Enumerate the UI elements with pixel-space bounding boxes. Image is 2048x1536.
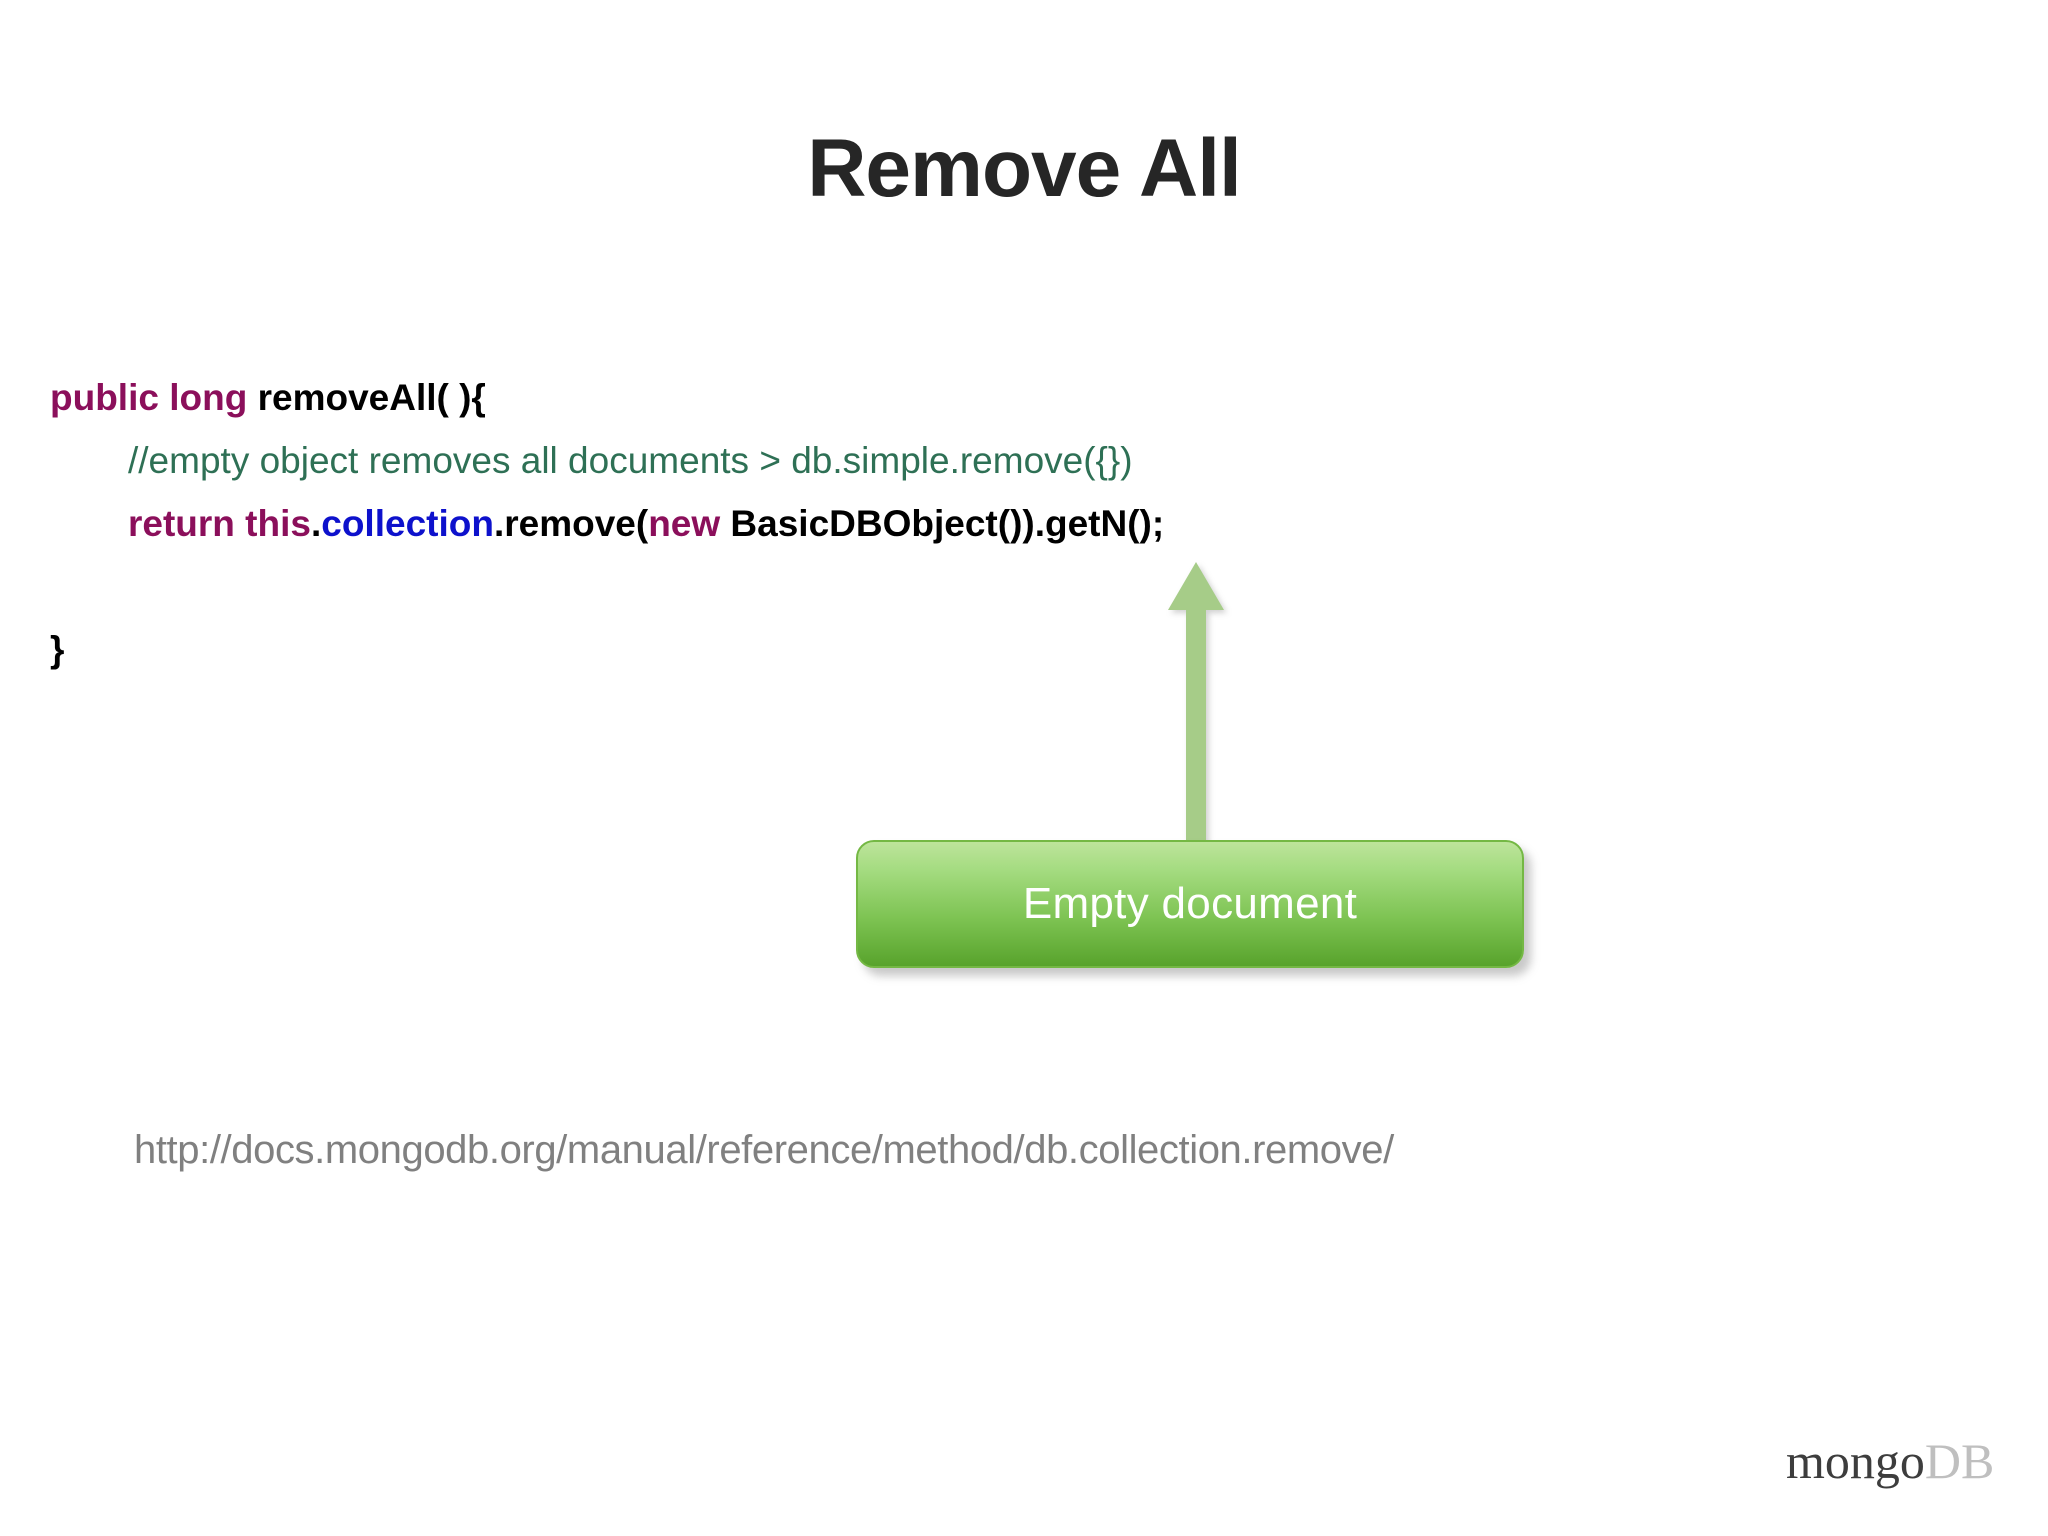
code-token-keyword: public long: [50, 377, 248, 418]
arrow-up-icon: [1158, 558, 1234, 850]
code-line: [50, 555, 1750, 618]
code-token-comment: //empty object removes all documents > d…: [128, 440, 1133, 481]
callout-box-empty-document[interactable]: Empty document: [856, 840, 1524, 968]
code-token-plain: removeAll( ){: [247, 377, 486, 418]
brand-name-secondary: DB: [1924, 1433, 1995, 1489]
page-title: Remove All: [807, 123, 1242, 214]
code-token-plain: .remove(: [493, 503, 649, 544]
code-line: public long removeAll( ){: [50, 366, 1750, 429]
code-token-keyword: new: [648, 503, 721, 544]
documentation-url[interactable]: http://docs.mongodb.org/manual/reference…: [134, 1128, 1394, 1172]
code-line: //empty object removes all documents > d…: [50, 429, 1750, 492]
code-token-keyword: return this: [128, 503, 311, 544]
code-token-plain: }: [50, 629, 65, 670]
mongodb-logo: mongoDB: [1786, 1436, 1994, 1486]
code-token-plain: .: [310, 503, 322, 544]
code-token-plain: BasicDBObject()).getN();: [720, 503, 1165, 544]
callout-label: Empty document: [1022, 879, 1358, 928]
code-block: public long removeAll( ){ //empty object …: [50, 366, 1750, 681]
code-token-field: collection: [321, 503, 494, 544]
code-line: }: [50, 618, 1750, 681]
code-line: return this.collection.remove(new BasicD…: [50, 492, 1750, 555]
brand-name-primary: mongo: [1786, 1433, 1925, 1489]
